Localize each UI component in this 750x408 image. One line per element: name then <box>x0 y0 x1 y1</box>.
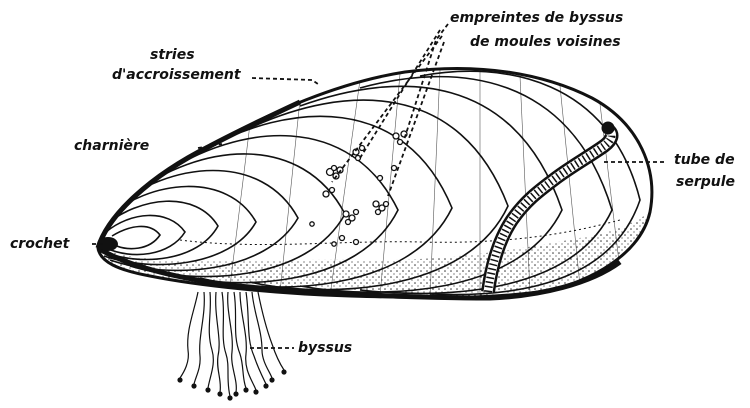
label-empreintes-line2: de moules voisines <box>470 34 621 50</box>
label-tube-line2: serpule <box>676 174 735 190</box>
byssus-threads <box>180 292 284 396</box>
label-empreintes-line1: empreintes de byssus <box>450 10 623 26</box>
label-charniere: charnière <box>74 138 149 154</box>
label-byssus: byssus <box>298 340 352 356</box>
label-tube-line1: tube de <box>674 152 735 168</box>
label-crochet: crochet <box>10 236 69 252</box>
label-stries-line2: d'accroissement <box>112 67 241 83</box>
leader-stries <box>252 78 318 84</box>
label-stries-line1: stries <box>150 47 195 63</box>
